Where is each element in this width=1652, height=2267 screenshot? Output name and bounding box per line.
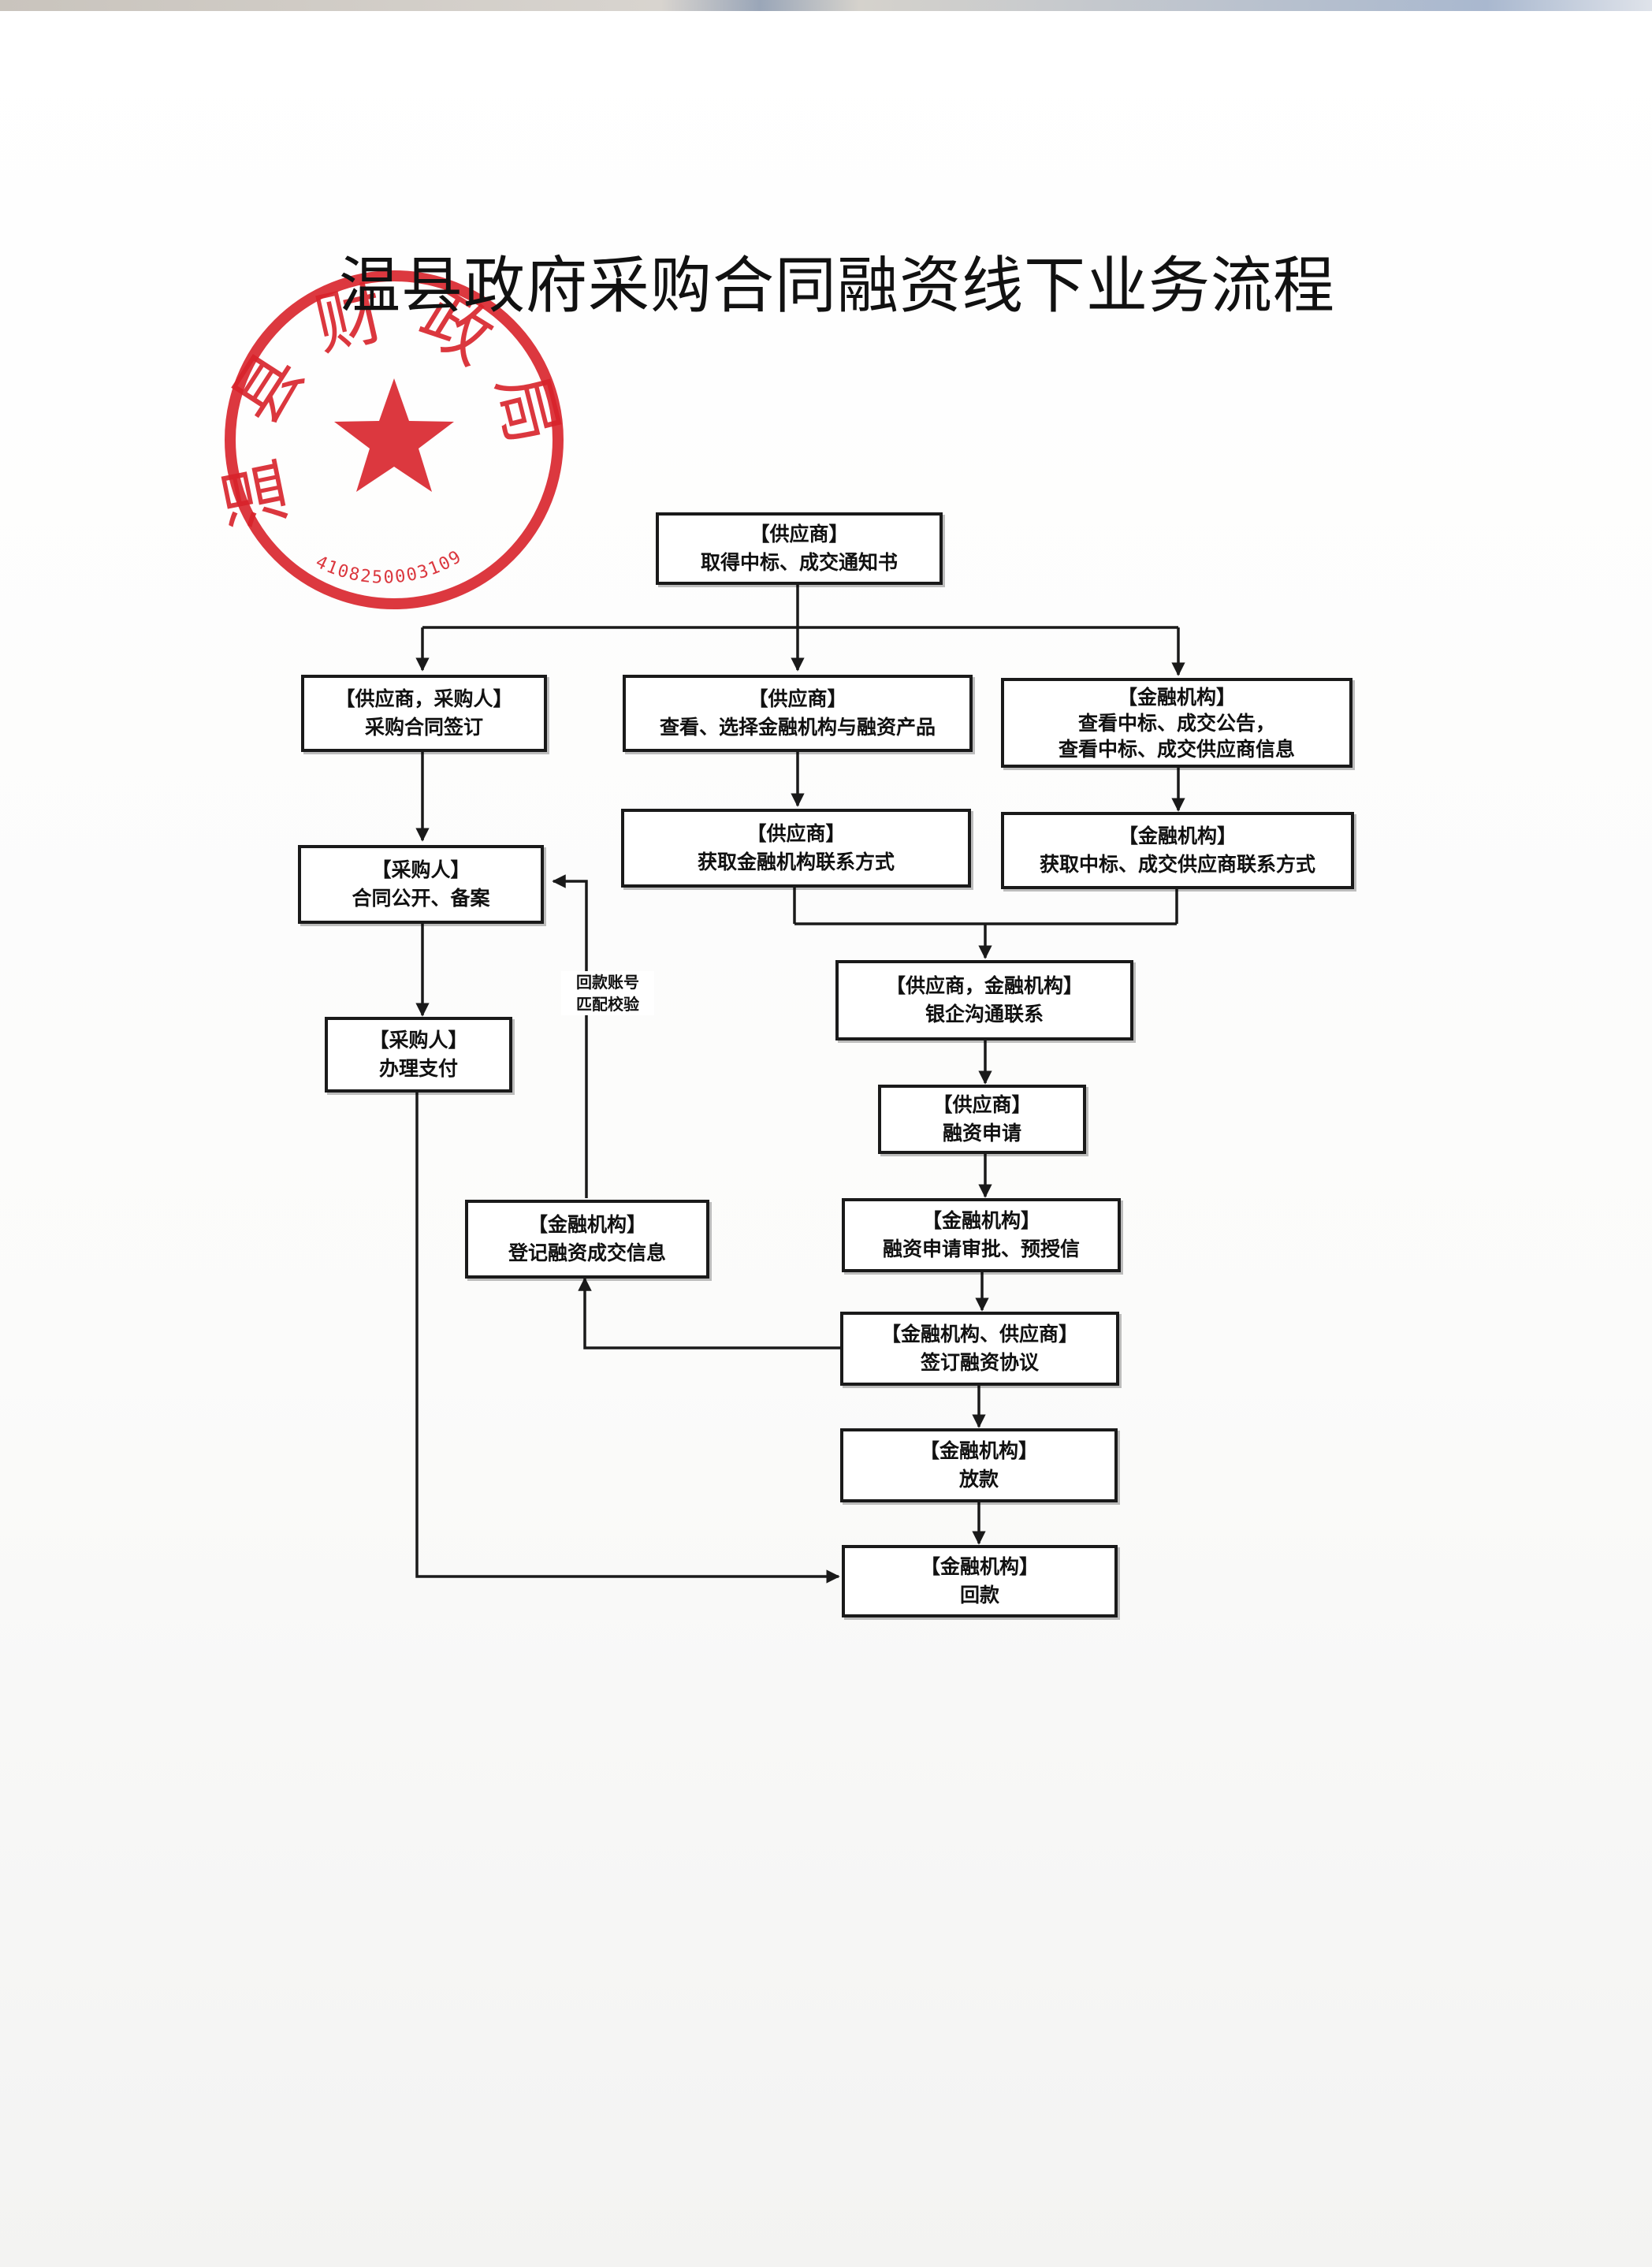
node-role: 【供应商】 [750, 523, 849, 545]
node-action: 放款 [958, 1468, 999, 1491]
node-loan: 【金融机构】 放款 [840, 1428, 1118, 1502]
edge-payment-to-repay [415, 1090, 840, 1584]
node-action: 合同公开、备案 [352, 887, 490, 910]
node-contract-sign: 【供应商，采购人】 采购合同签订 [301, 675, 547, 752]
node-action: 取得中标、成交通知书 [700, 551, 898, 574]
node-action: 采购合同签订 [364, 716, 483, 739]
node-agreement: 【金融机构、供应商】 签订融资协议 [840, 1312, 1119, 1386]
edge-label-account-match: 回款账号 匹配校验 [561, 971, 654, 1015]
seal-star [334, 378, 454, 492]
node-action: 签订融资协议 [920, 1351, 1039, 1374]
seal-ring [225, 270, 564, 609]
node-role: 【供应商】 [748, 687, 847, 710]
node-role: 【供应商，采购人】 [335, 687, 513, 710]
node-apply: 【供应商】 融资申请 [878, 1085, 1086, 1154]
node-role: 【金融机构】 [921, 1209, 1040, 1232]
paper-sheet [0, 11, 1652, 2267]
node-action: 获取金融机构联系方式 [697, 851, 895, 873]
official-seal: 温县财政局 4108250003109 [213, 269, 564, 609]
node-bank-enterprise: 【供应商，金融机构】 银企沟通联系 [835, 960, 1133, 1040]
node-role: 【金融机构】 [527, 1213, 646, 1236]
node-contract-publish: 【采购人】 合同公开、备案 [298, 845, 544, 924]
node-repay: 【金融机构】 回款 [842, 1545, 1118, 1617]
node-role: 【供应商】 [932, 1093, 1032, 1116]
node-action: 融资申请审批、预授信 [882, 1238, 1080, 1260]
node-role: 【采购人】 [369, 1029, 468, 1052]
node-role: 【金融机构、供应商】 [880, 1323, 1078, 1346]
node-role: 【金融机构】 [1118, 825, 1237, 847]
node-role: 【金融机构】 [1117, 685, 1236, 709]
node-action-2: 查看中标、成交供应商信息 [1058, 737, 1295, 761]
node-fi-view: 【金融机构】 查看中标、成交公告， 查看中标、成交供应商信息 [1001, 678, 1352, 768]
node-action: 查看、选择金融机构与融资产品 [659, 716, 936, 739]
node-approve: 【金融机构】 融资申请审批、预授信 [842, 1198, 1121, 1272]
node-role: 【供应商】 [746, 822, 846, 845]
node-register: 【金融机构】 登记融资成交信息 [465, 1200, 709, 1279]
node-fi-contact: 【供应商】 获取金融机构联系方式 [621, 809, 971, 888]
node-action: 办理支付 [378, 1057, 458, 1080]
node-action: 融资申请 [942, 1122, 1021, 1145]
node-action: 回款 [959, 1584, 999, 1606]
node-action: 银企沟通联系 [925, 1003, 1044, 1026]
node-role: 【采购人】 [371, 858, 471, 881]
edge-agreement-to-register [578, 1277, 840, 1349]
node-role: 【金融机构】 [920, 1555, 1039, 1578]
node-award-notice: 【供应商】 取得中标、成交通知书 [656, 512, 943, 585]
node-supplier-contact: 【金融机构】 获取中标、成交供应商联系方式 [1001, 812, 1354, 889]
node-action: 获取中标、成交供应商联系方式 [1039, 853, 1315, 876]
node-select-product: 【供应商】 查看、选择金融机构与融资产品 [623, 675, 973, 752]
node-role: 【供应商，金融机构】 [885, 974, 1083, 997]
node-action: 查看中标、成交公告， [1077, 711, 1275, 735]
node-role: 【金融机构】 [919, 1439, 1038, 1462]
edge-register-to-publish [552, 874, 588, 1198]
node-action: 登记融资成交信息 [508, 1241, 666, 1264]
node-payment: 【采购人】 办理支付 [325, 1017, 512, 1093]
document-title: 温县政府采购合同融资线下业务流程 [339, 251, 1336, 322]
photo-background-strip [0, 0, 1652, 11]
